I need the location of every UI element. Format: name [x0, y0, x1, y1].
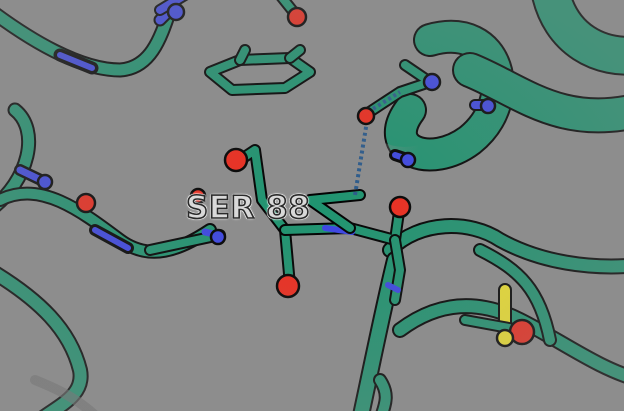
residue-label: SER 88: [185, 190, 311, 226]
